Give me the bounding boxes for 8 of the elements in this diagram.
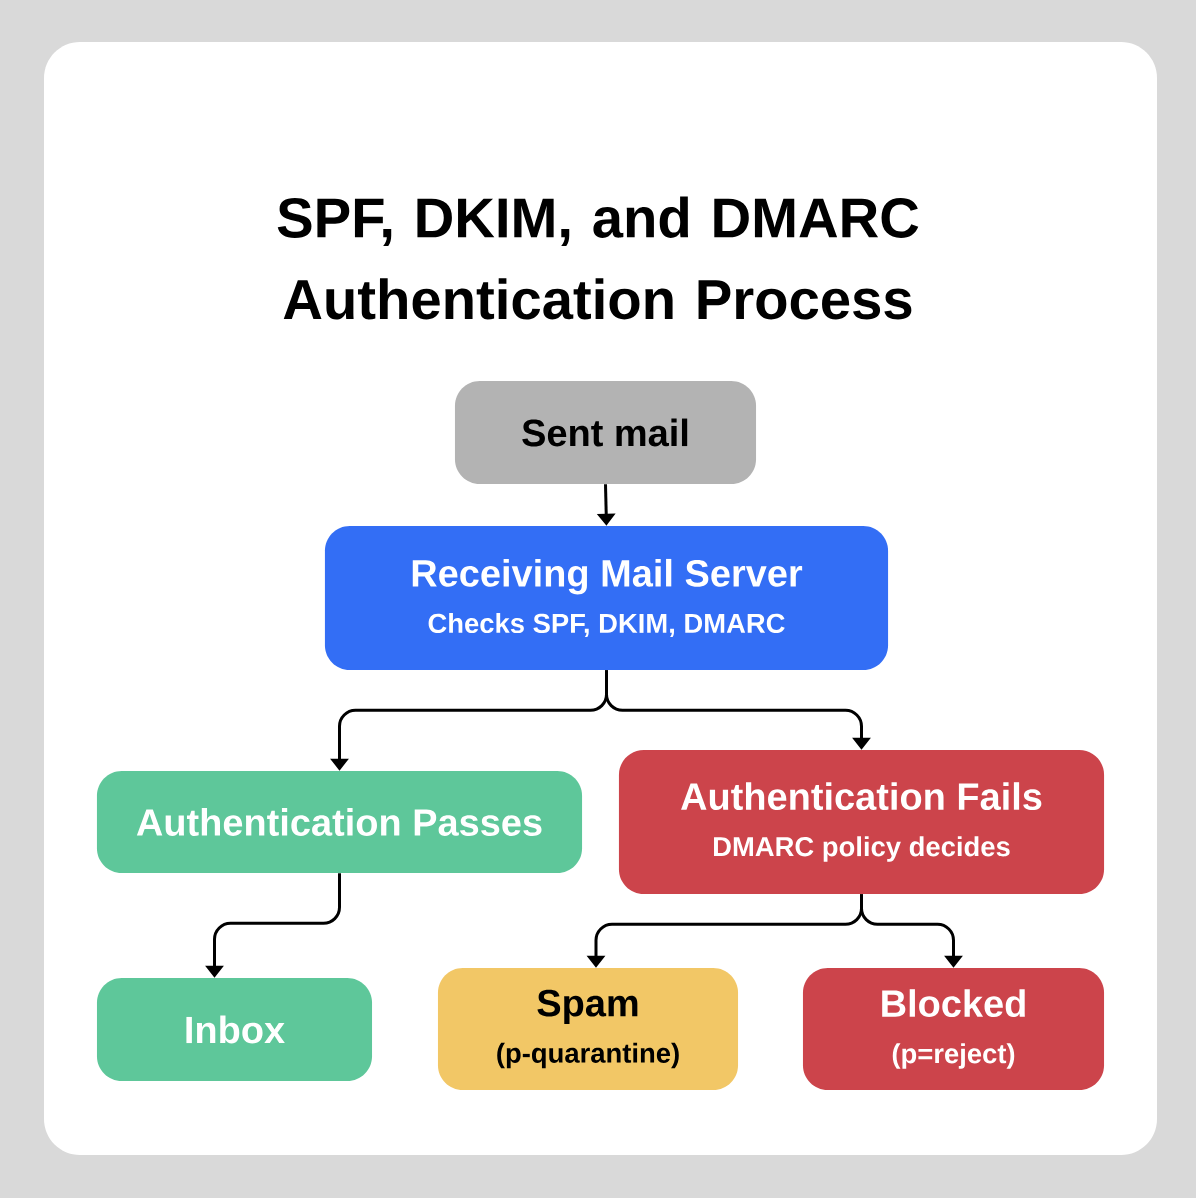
process-box: Authentication Passes [96,771,583,874]
process-box: Sent mail [454,381,757,484]
process-box: Spam (p-quarantine) [437,968,739,1091]
process-box: Inbox [96,978,373,1081]
process-box: Blocked (p=reject) [802,968,1105,1091]
title: SPF, DKIM, and DMARC Authentication Process [277,196,919,320]
process-box: Receiving Mail Server Checks SPF, DKIM, DMARC [324,526,889,671]
process-box: Authentication Fails DMARC policy decides [618,750,1105,895]
